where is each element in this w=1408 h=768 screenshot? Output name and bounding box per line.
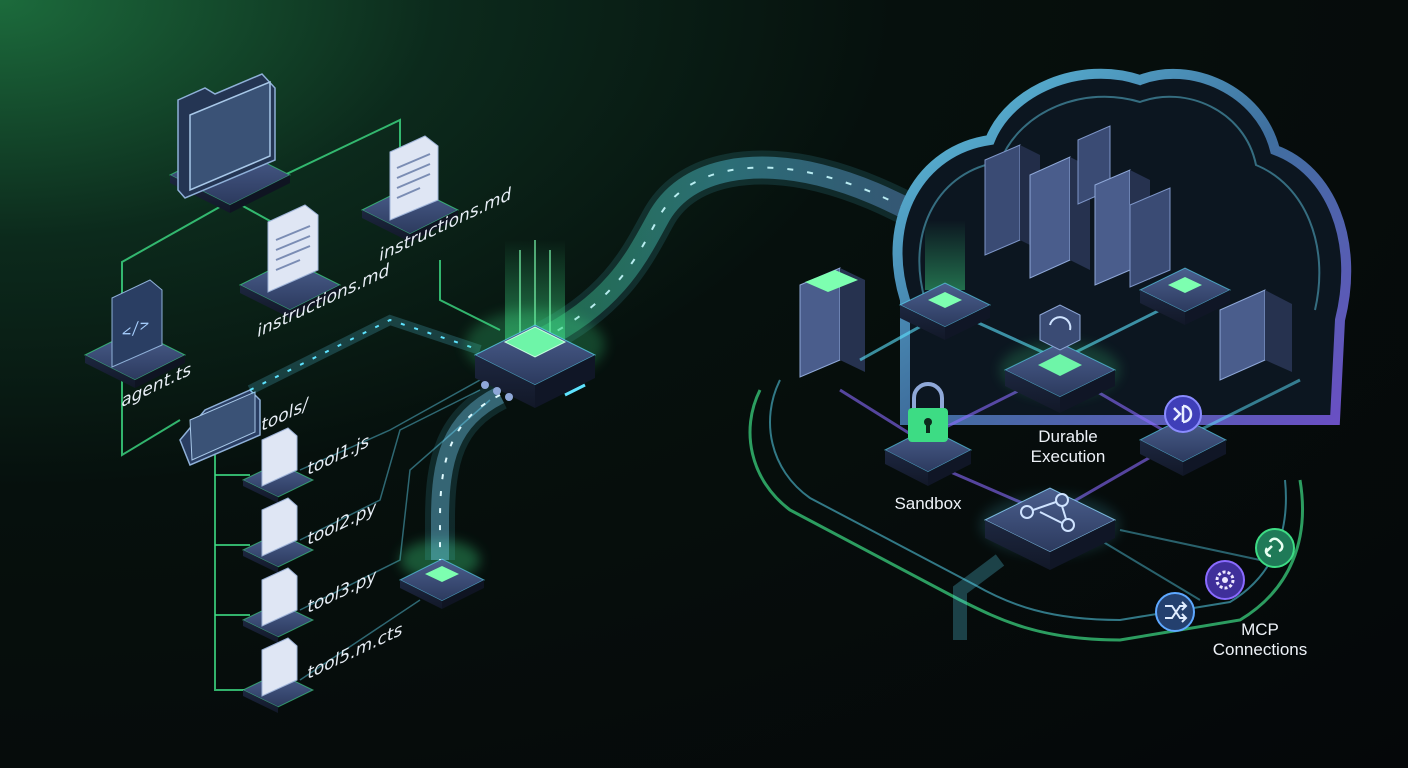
sandbox-label-text: Sandbox: [894, 494, 962, 513]
document-icon: [261, 567, 298, 627]
document-icon: [261, 497, 298, 557]
document-icon: [261, 637, 298, 697]
code-file-icon: </>: [111, 279, 163, 368]
workflow-node: [980, 487, 1120, 570]
shuffle-icon: [1155, 592, 1195, 632]
hub-chip-icon: [481, 381, 513, 401]
mcp-label-line1: MCP: [1241, 620, 1279, 639]
link-icon: [1255, 528, 1295, 568]
tool-file-node-3: [241, 567, 315, 643]
document-icon: [261, 427, 298, 487]
mcp-connections-label: MCP Connections: [1200, 620, 1320, 660]
instructions-file-node-b: [360, 135, 460, 242]
document-icon: [389, 135, 439, 221]
cloud-node-top-right: [1138, 267, 1232, 325]
forward-icon: [1164, 395, 1202, 433]
sandbox-node: [883, 382, 973, 486]
server-rack-icon: [1219, 289, 1292, 381]
server-rack-icon: [799, 267, 865, 378]
refresh-cube-icon: [1039, 304, 1081, 351]
cloud-node-top-left: [898, 220, 992, 340]
forward-node: [1138, 395, 1228, 476]
durable-label-line1: Durable: [1038, 427, 1098, 446]
data-pipe-left: [247, 314, 482, 395]
workflow-icon: [1020, 493, 1075, 532]
tool-file-node-5: [241, 637, 315, 713]
gear-icon: [1205, 560, 1245, 600]
durable-execution-label: Durable Execution: [1018, 427, 1118, 467]
data-pipe-main: [532, 150, 928, 356]
tool-cables: [299, 379, 491, 681]
tool-file-node-1: [241, 427, 315, 503]
sandbox-label: Sandbox: [880, 494, 976, 514]
agent-file-node: </>: [83, 279, 187, 388]
tools-folder-node: [179, 389, 261, 466]
instructions-file-node-a: [238, 204, 342, 318]
data-pipe-down: [425, 381, 508, 560]
durable-label-line2: Execution: [1030, 447, 1106, 466]
server-rack-icon: [984, 125, 1171, 288]
lock-icon: [908, 382, 948, 442]
durable-execution-node: [1000, 304, 1120, 413]
tool-file-node-2: [241, 497, 315, 573]
central-hub: [465, 240, 605, 408]
document-icon: [267, 204, 319, 293]
folder-icon: [177, 73, 276, 199]
root-folder-node: [168, 73, 292, 213]
mcp-label-line2: Connections: [1212, 640, 1308, 659]
